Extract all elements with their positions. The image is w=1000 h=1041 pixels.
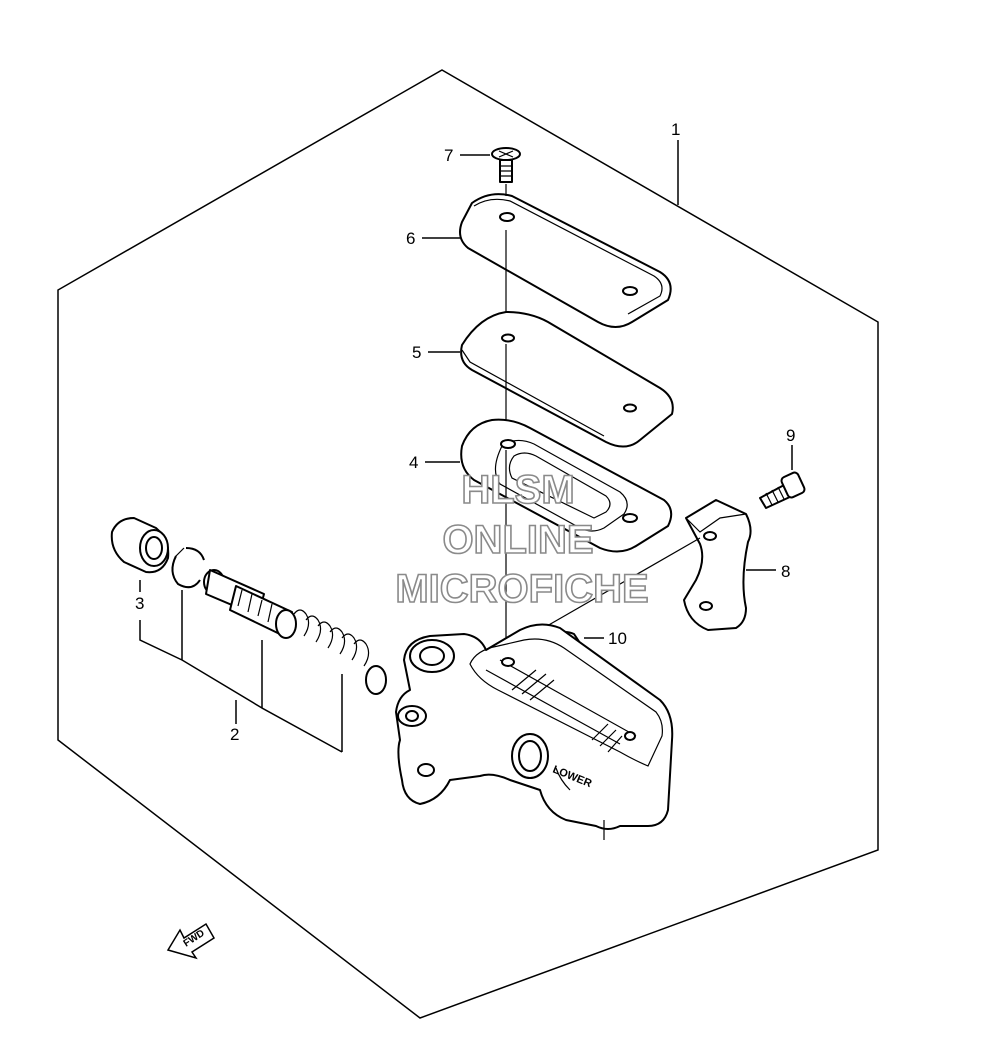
part-bolt-9 (759, 471, 806, 509)
part-piston-assembly (203, 569, 387, 695)
callout-6: 6 (406, 229, 415, 248)
axis-line-clamp (539, 537, 701, 631)
bracket-2-3 (139, 590, 343, 753)
callout-5: 5 (412, 343, 421, 362)
callout-4: 4 (409, 453, 418, 472)
fwd-arrow: FWD (166, 922, 216, 960)
callout-3: 3 (135, 594, 144, 613)
part-plate-5 (460, 311, 674, 448)
watermark-line-3: MICROFICHE (395, 567, 648, 611)
part-screw-7 (491, 147, 521, 183)
callout-8: 8 (781, 562, 790, 581)
callout-10: 10 (608, 629, 627, 648)
part-circlip (171, 547, 205, 589)
assembly-outline (57, 69, 879, 1019)
watermark-line-1: HLSM (461, 468, 574, 512)
callout-7: 7 (444, 146, 453, 165)
part-master-cylinder-body: LOWER (395, 623, 674, 840)
part-reservoir-cap-6 (459, 193, 672, 328)
part-clamp-8 (683, 499, 752, 631)
watermark-line-2: ONLINE (442, 518, 593, 562)
part-diaphragm-4 (460, 418, 673, 553)
callout-1: 1 (671, 120, 680, 139)
callout-9: 9 (786, 426, 795, 445)
part-boot-3 (110, 517, 170, 574)
callout-2: 2 (230, 725, 239, 744)
